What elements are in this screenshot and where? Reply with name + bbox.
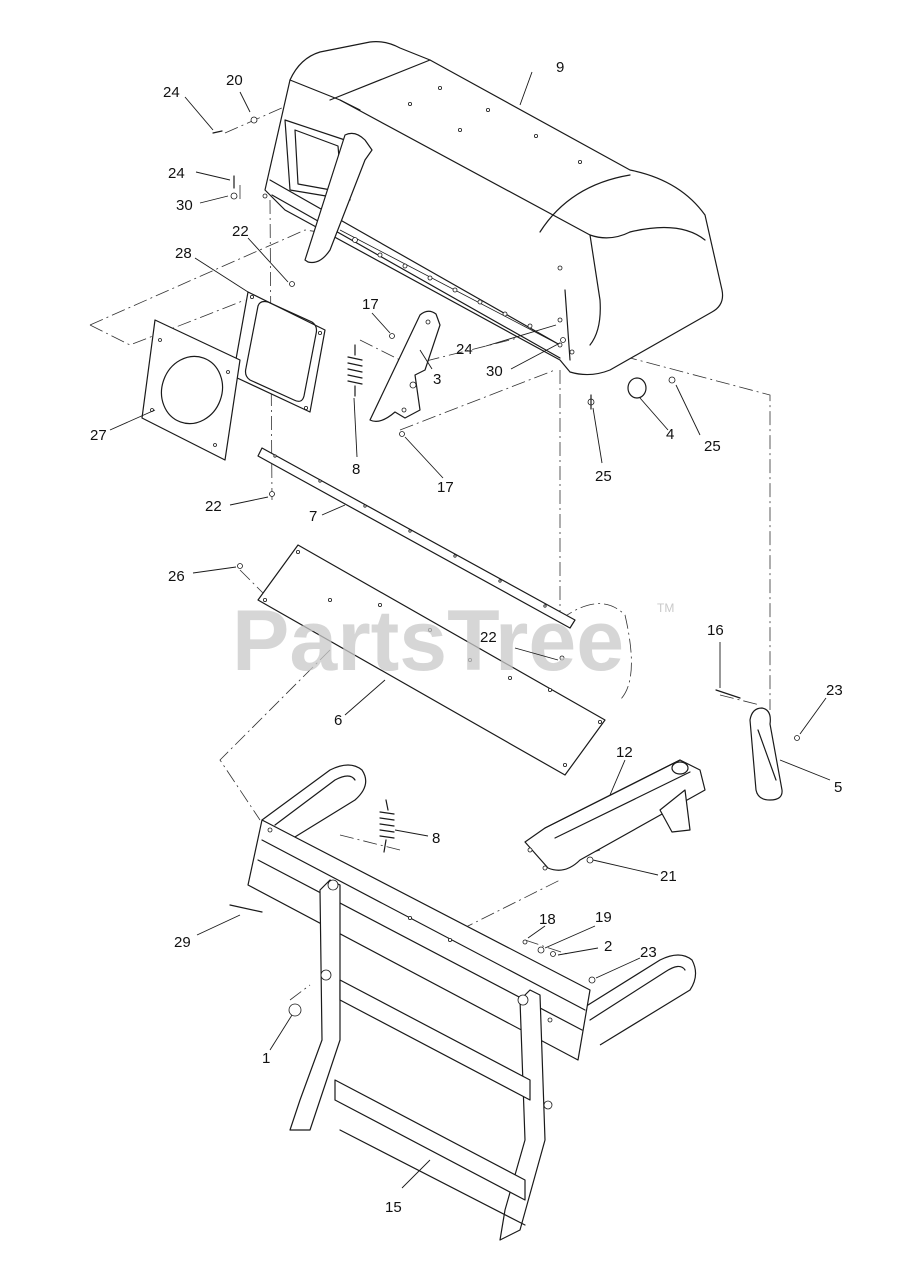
watermark: PartsTree TM [232,593,674,689]
callout-5: 5 [834,779,842,796]
callout-26: 26 [168,568,185,585]
callout-6: 6 [334,712,342,729]
callout-22: 22 [232,223,249,240]
support-arm-part [524,759,706,871]
callout-16: 16 [707,622,724,639]
right-hardware [557,317,676,410]
callout-2: 2 [604,938,612,955]
callout-30: 30 [486,363,503,380]
callout-12: 12 [616,744,633,761]
callout-9: 9 [556,59,564,76]
callout-23: 23 [826,682,843,699]
callout-22: 22 [480,629,497,646]
callout-19: 19 [595,909,612,926]
callout-25: 25 [595,468,612,485]
callout-24: 24 [163,84,180,101]
callout-3: 3 [433,371,441,388]
lower-frame-part [229,764,697,1241]
callout-24: 24 [456,341,473,358]
hopper-cover-part [262,41,724,376]
callout-8: 8 [432,830,440,847]
top-hardware [212,116,295,287]
callout-17: 17 [437,479,454,496]
callout-7: 7 [309,508,317,525]
callout-29: 29 [174,934,191,951]
adapter-plate-part [141,319,241,461]
spring-lower-part [379,799,395,853]
watermark-text: PartsTree [232,593,624,689]
callout-22: 22 [205,498,222,515]
watermark-trademark: TM [657,601,674,615]
callout-18: 18 [539,911,556,928]
callout-leaders [109,71,831,1189]
callout-23: 23 [640,944,657,961]
callout-labels: 9 20 24 24 30 22 28 17 24 30 3 8 17 27 2… [90,59,843,1216]
spring-upper-part [347,344,363,397]
callout-4: 4 [666,426,674,443]
callout-1: 1 [262,1050,270,1067]
latch-part [715,689,800,801]
callout-24: 24 [168,165,185,182]
callout-27: 27 [90,427,107,444]
callout-25: 25 [704,438,721,455]
callout-17: 17 [362,296,379,313]
callout-30: 30 [176,197,193,214]
callout-20: 20 [226,72,243,89]
bracket-part [369,310,441,437]
callout-21: 21 [660,868,677,885]
strip-part [257,447,576,629]
callout-15: 15 [385,1199,402,1216]
gasket-frame-part [232,291,326,413]
callout-8: 8 [352,461,360,478]
mounting-plate-part [237,544,606,776]
callout-28: 28 [175,245,192,262]
